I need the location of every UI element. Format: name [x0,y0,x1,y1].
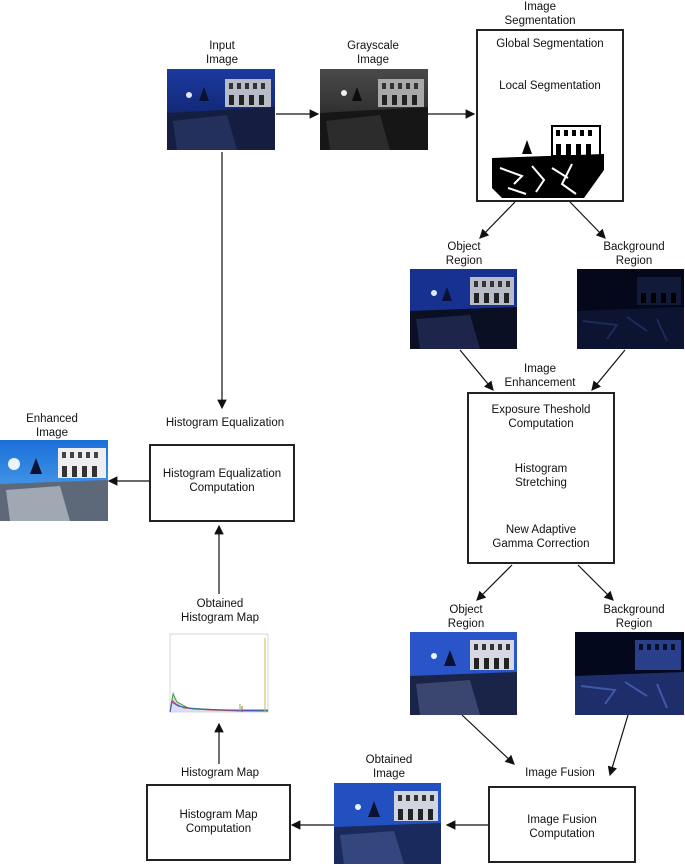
background-region-2-image [575,632,684,715]
local-segmentation-step: Local Segmentation [499,80,601,92]
arrow-segmentation-to-object [479,201,516,239]
obtained-image [334,783,441,864]
object-region-2-label: Object Region [447,604,485,630]
background-region-2-label: Background Region [603,604,665,630]
arrow-background-to-fusion [607,714,629,777]
object-region-1-image [410,269,517,349]
exposure-threshold-step: Exposure Theshold Computation [491,404,591,430]
object-region-1-label: Object Region [445,241,483,267]
arrow-enhancement-to-object [476,564,513,601]
image-fusion-label: Image Fusion [525,767,595,779]
object-region-2-image [410,632,517,715]
histogram-map-box [146,784,291,861]
background-region-1-label: Background Region [603,241,665,267]
arrow-background-to-enhancement [591,349,626,391]
grayscale-image [320,69,428,150]
gamma-correction-step: New Adaptive Gamma Correction [492,524,590,550]
arrow-enhancement-to-background [577,564,614,601]
enhanced-image-label: Enhanced Image [26,413,78,439]
enhanced-image [0,440,108,521]
image-segmentation-label: Image Segmentation [504,1,576,27]
arrow-object-to-enhancement [459,349,494,391]
histogram-map-label: Histogram Map [181,767,259,779]
background-region-1-image [577,269,684,349]
image-fusion-box [488,786,636,863]
image-enhancement-label: Image Enhancement [504,363,576,389]
histogram-equalization-label: Histogram Equalization [165,417,285,429]
obtained-image-label: Obtained Image [365,754,413,780]
histogram-map-plot [160,628,275,721]
input-image-label: Input Image [206,40,238,66]
grayscale-image-label: Grayscale Image [347,40,399,66]
arrow-object-to-fusion [461,714,515,765]
obtained-histogram-map-label: Obtained Histogram Map [181,598,259,624]
image-enhancement-box [467,392,615,564]
arrow-segmentation-to-background [569,201,606,239]
segmented-image [492,118,604,198]
histogram-stretching-step: Histogram Stretching [514,463,568,489]
input-image [167,69,275,150]
histogram-equalization-computation: Histogram Equalization Computation [162,468,282,494]
histogram-equalization-box [149,444,295,522]
histogram-map-computation: Histogram Map Computation [179,809,258,835]
image-fusion-computation: Image Fusion Computation [527,814,597,840]
global-segmentation-step: Global Segmentation [496,38,604,50]
